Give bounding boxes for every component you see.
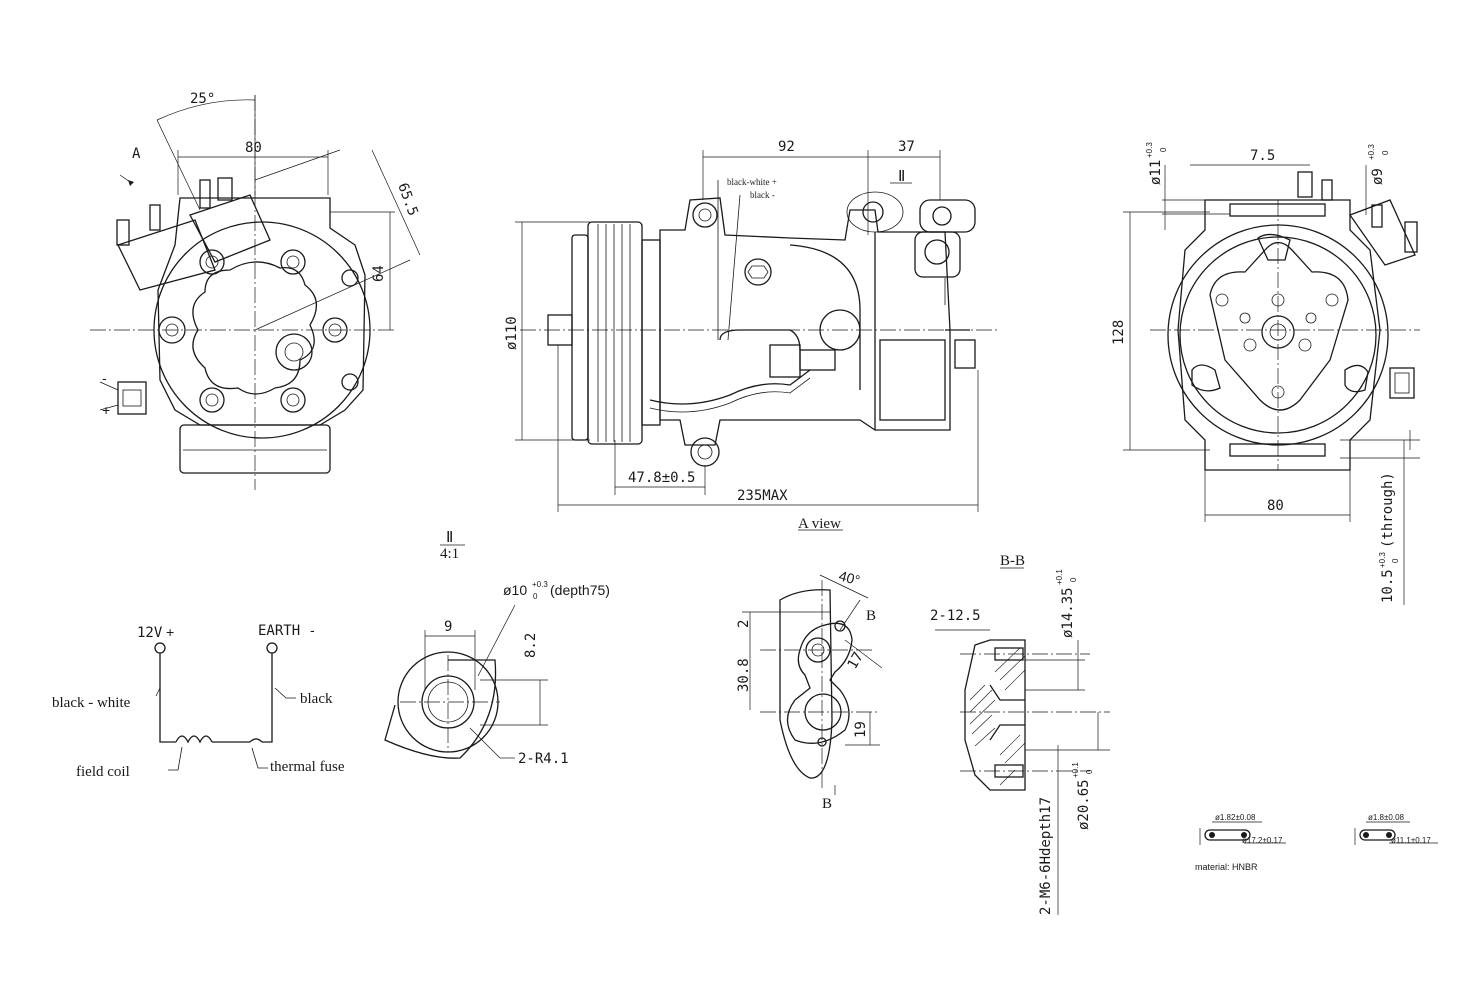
label-a-view: A view xyxy=(798,516,841,532)
label-oring2-id: ø11.1±0.17 xyxy=(1391,836,1431,845)
section-b-b xyxy=(935,567,1110,915)
label-2: 2 xyxy=(736,620,752,628)
label-oring1-wire: ø1.82±0.08 xyxy=(1215,813,1256,822)
front-view xyxy=(90,95,421,490)
label-hole-10-tol0: 0 xyxy=(533,592,538,601)
labels: 25° 80 65.5 64 A - + 92 37 ø110 47.8±0.5… xyxy=(52,91,1431,915)
label-14-35: ø14.35 xyxy=(1060,587,1076,638)
label-40: 40° xyxy=(837,567,862,588)
label-92: 92 xyxy=(778,139,795,155)
label-hole-11-tol: +0.3 xyxy=(1145,142,1154,158)
label-detail-ii: Ⅱ xyxy=(446,530,453,546)
a-view xyxy=(1123,164,1420,605)
label-20-65-tol0: 0 xyxy=(1085,769,1094,774)
label-b-b: B-B xyxy=(1000,553,1025,569)
label-a-80: 80 xyxy=(1267,498,1284,514)
label-hole-10-tol: +0.3 xyxy=(532,580,548,589)
label-wire-b: black - xyxy=(750,190,775,200)
label-hole-9: ø9 xyxy=(1370,168,1386,185)
o-ring-callouts xyxy=(1199,821,1438,845)
label-17: 17 xyxy=(845,649,867,672)
label-8-2: 8.2 xyxy=(523,633,539,658)
label-detail-mark: Ⅱ xyxy=(898,169,905,185)
label-110: ø110 xyxy=(504,316,520,350)
label-12v: 12V xyxy=(137,625,163,641)
label-arrow-a: A xyxy=(132,146,141,162)
label-19: 19 xyxy=(853,721,869,738)
label-minus: - xyxy=(102,370,107,386)
label-b-top: B xyxy=(866,608,876,624)
label-hole-11-tol0: 0 xyxy=(1159,147,1168,152)
label-14-35-tol0: 0 xyxy=(1069,577,1078,582)
label-47-8: 47.8±0.5 xyxy=(628,470,695,486)
label-9: 9 xyxy=(444,619,452,635)
label-mount-tol0: 0 xyxy=(1391,558,1400,563)
wiring-diagram xyxy=(154,642,296,771)
label-mount-note: (through) xyxy=(1380,472,1396,548)
label-mount-tol: +0.3 xyxy=(1378,552,1387,568)
label-height-64: 64 xyxy=(371,265,387,282)
label-wire-bw: black-white + xyxy=(727,177,777,187)
label-20-65: ø20.65 xyxy=(1076,779,1092,830)
label-mount: 10.5 xyxy=(1380,569,1396,603)
label-12v-sign: + xyxy=(166,624,174,640)
label-128: 128 xyxy=(1111,320,1127,345)
label-scale: 4:1 xyxy=(440,546,459,562)
label-hole-9-tol: +0.3 xyxy=(1367,144,1376,160)
label-20-65-tol: +0.1 xyxy=(1071,762,1080,778)
label-hole-11: ø11 xyxy=(1148,160,1164,185)
label-7-5: 7.5 xyxy=(1250,148,1275,164)
label-thread: 2-M6-6Hdepth17 xyxy=(1038,797,1054,915)
label-field-coil: field coil xyxy=(76,764,130,780)
flange-view xyxy=(742,574,883,795)
label-black: black xyxy=(300,691,333,707)
label-material: material: HNBR xyxy=(1195,862,1258,872)
label-14-35-tol: +0.1 xyxy=(1055,569,1064,585)
label-depth: (depth75) xyxy=(550,582,610,598)
label-width-80: 80 xyxy=(245,140,262,156)
label-hole-10: ø10 xyxy=(503,582,527,598)
label-37: 37 xyxy=(898,139,915,155)
label-hole-9-tol0: 0 xyxy=(1381,150,1390,155)
label-angle: 25° xyxy=(190,91,215,107)
label-diag: 65.5 xyxy=(394,181,421,218)
detail-ii xyxy=(384,544,548,759)
label-r4-1: 2-R4.1 xyxy=(518,751,569,767)
side-view xyxy=(515,150,1000,531)
label-black-white: black - white xyxy=(52,695,131,711)
label-plus: + xyxy=(102,402,110,418)
label-thermal-fuse: thermal fuse xyxy=(270,759,345,775)
label-2-12-5: 2-12.5 xyxy=(930,608,981,624)
label-oring1-id: ø17.2±0.17 xyxy=(1242,836,1283,845)
label-b-bottom: B xyxy=(822,796,832,812)
label-oring2-wire: ø1.8±0.08 xyxy=(1368,813,1405,822)
label-earth: EARTH xyxy=(258,623,300,639)
label-earth-sign: - xyxy=(310,622,315,638)
label-235max: 235MAX xyxy=(737,488,788,504)
label-30-8: 30.8 xyxy=(736,658,752,692)
